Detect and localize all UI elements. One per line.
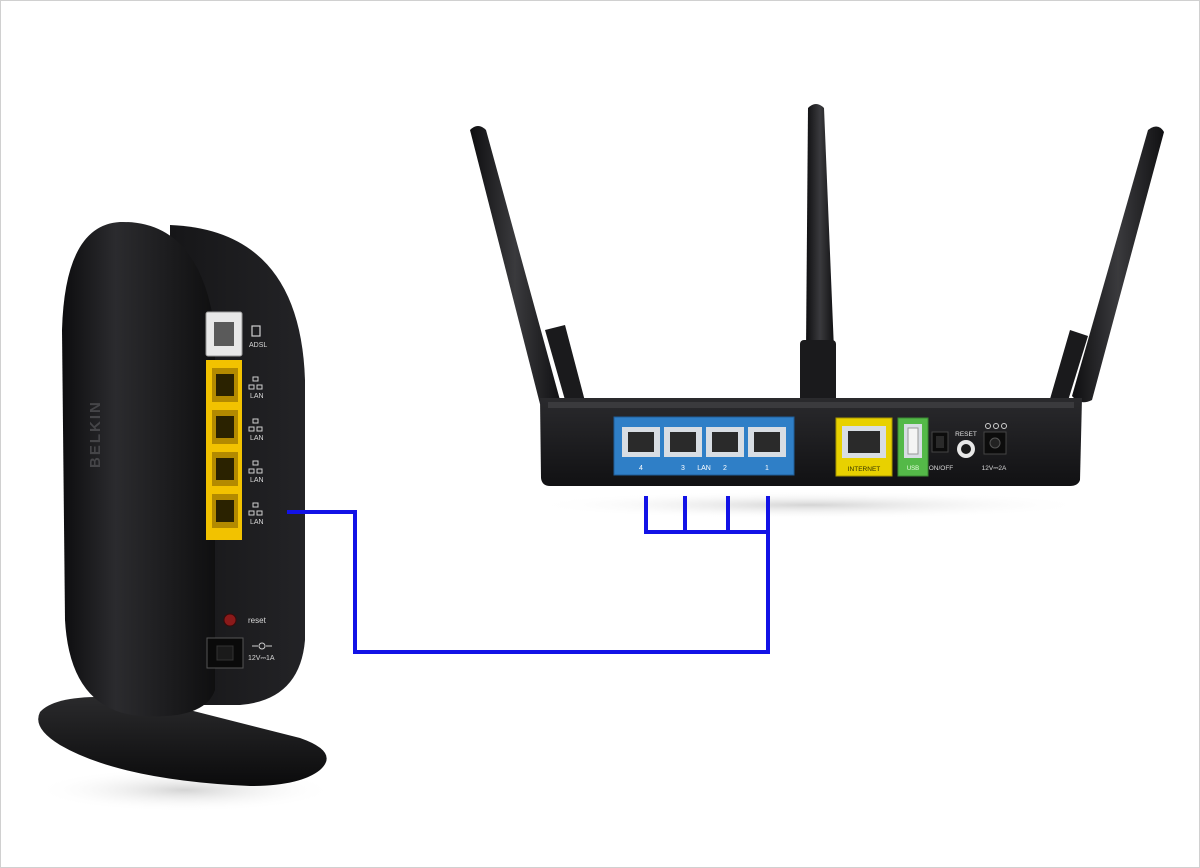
lan-label-1: LAN xyxy=(250,393,264,400)
lan-port-4[interactable] xyxy=(212,494,238,528)
lan-number-1: 1 xyxy=(765,465,769,472)
lan-label-right: LAN xyxy=(697,465,711,472)
network-icon xyxy=(248,418,263,432)
reset-label: reset xyxy=(248,616,267,625)
usb-label: USB xyxy=(907,466,919,472)
power-switch[interactable] xyxy=(931,431,949,453)
power-jack-right[interactable] xyxy=(983,431,1007,455)
lan-number-2: 2 xyxy=(723,465,727,472)
power-polarity-icon xyxy=(252,642,272,650)
reset-button-right[interactable] xyxy=(957,440,975,458)
network-icon xyxy=(248,376,263,390)
lan-port-1-right[interactable] xyxy=(748,427,786,457)
lan-number-3: 3 xyxy=(681,465,685,472)
router-stand xyxy=(38,696,327,786)
lan-port-2-right[interactable] xyxy=(706,427,744,457)
internet-label: INTERNET xyxy=(848,466,881,473)
adsl-port-socket xyxy=(214,322,234,346)
ethernet-cable xyxy=(287,496,770,654)
lan-port-4-right[interactable] xyxy=(622,427,660,457)
lan-port-1[interactable] xyxy=(212,368,238,402)
lan-number-4: 4 xyxy=(639,465,643,472)
router-shadow xyxy=(530,491,1090,519)
power-polarity-icon xyxy=(985,423,1007,429)
network-icon xyxy=(248,460,263,474)
power-label: 12V⎓1A xyxy=(248,655,275,662)
lan-label-4: LAN xyxy=(250,519,264,526)
dlink-router: 4 3 LAN 2 1 INTERNET USB ON/OFF RESET xyxy=(470,104,1164,519)
lan-port-2[interactable] xyxy=(212,410,238,444)
lan-port-3[interactable] xyxy=(212,452,238,486)
onoff-label: ON/OFF xyxy=(929,465,954,472)
power-label-right: 12V⎓2A xyxy=(982,465,1007,472)
internet-port[interactable] xyxy=(842,426,886,458)
usb-port[interactable] xyxy=(904,424,922,458)
brand-logo: BELKIN xyxy=(87,400,104,468)
lan-port-3-right[interactable] xyxy=(664,427,702,457)
cable-main-run xyxy=(287,510,770,654)
chassis-top-edge xyxy=(548,402,1074,408)
router-body xyxy=(62,221,215,717)
network-icon xyxy=(248,502,263,516)
reset-button[interactable] xyxy=(223,613,237,627)
power-jack-socket xyxy=(216,645,234,661)
reset-label-right: RESET xyxy=(955,431,977,438)
belkin-router: BELKIN ADSL LAN LAN xyxy=(35,221,335,812)
lan-label-3: LAN xyxy=(250,477,264,484)
lan-label-2: LAN xyxy=(250,435,264,442)
phone-port-icon xyxy=(251,325,261,337)
adsl-label: ADSL xyxy=(249,342,267,349)
